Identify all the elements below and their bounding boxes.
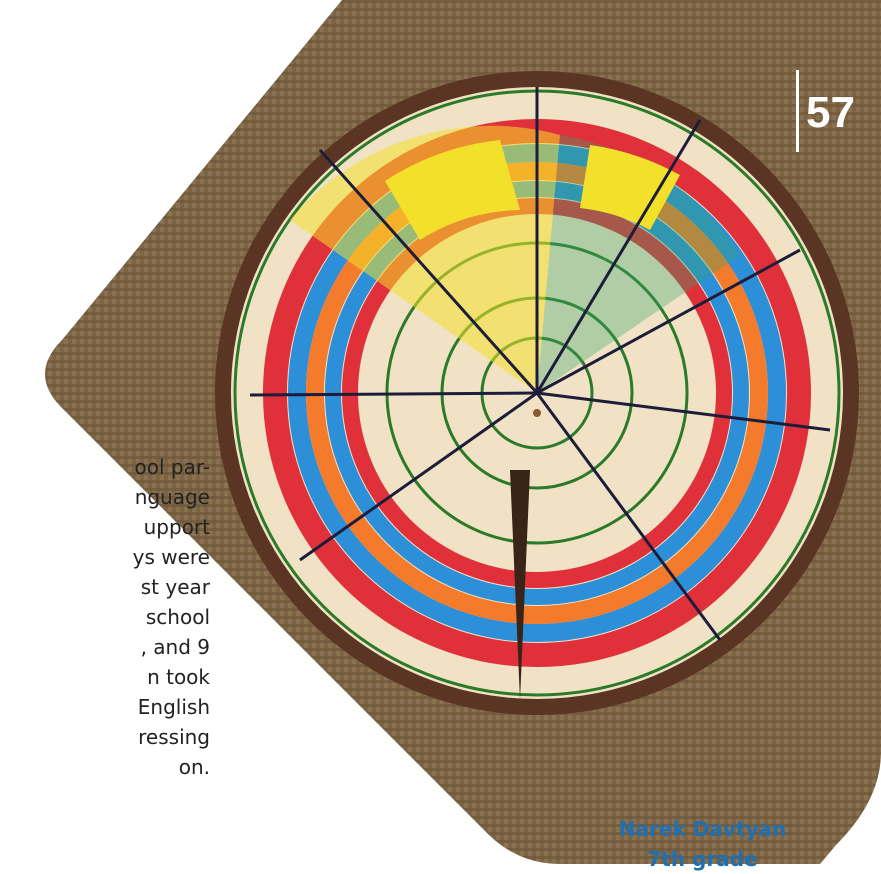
text-line: upport bbox=[143, 515, 210, 539]
text-line: school bbox=[145, 605, 210, 629]
tree-ring-disc bbox=[215, 71, 859, 715]
text-line: on. bbox=[178, 755, 210, 779]
text-line: English bbox=[137, 695, 210, 719]
text-line: ys were bbox=[132, 545, 210, 569]
page-number: 57 bbox=[806, 88, 855, 137]
page-number-divider bbox=[796, 70, 799, 152]
body-text-fragment: ool par- nguage upport ys were st year s… bbox=[0, 452, 210, 782]
caption-grade: 7th grade bbox=[647, 847, 758, 871]
text-line: st year bbox=[140, 575, 210, 599]
text-line: n took bbox=[147, 665, 210, 689]
text-line: , and 9 bbox=[140, 635, 210, 659]
text-line: nguage bbox=[134, 485, 210, 509]
caption-author: Narek Davtyan bbox=[618, 817, 787, 841]
text-line: ressing bbox=[138, 725, 210, 749]
photo-caption: Narek Davtyan 7th grade bbox=[600, 814, 805, 874]
text-line: ool par- bbox=[134, 455, 211, 479]
